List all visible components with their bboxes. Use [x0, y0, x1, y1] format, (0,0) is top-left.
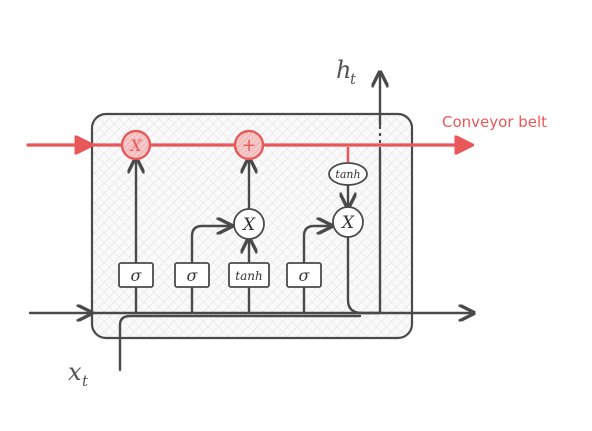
output-gate: σ [286, 262, 322, 288]
input-gate: σ [174, 262, 210, 288]
hidden-state-sub: t [350, 70, 357, 88]
output-multiply-label: X [340, 213, 355, 233]
cell-add-op: + [233, 129, 265, 161]
input-sub: t [82, 372, 89, 390]
forget-gate-label: σ [131, 266, 143, 285]
input-multiply-op: X [233, 208, 265, 240]
hidden-state-label: h t [336, 56, 357, 88]
forget-multiply-label: X [128, 136, 142, 155]
output-multiply-op: X [332, 206, 364, 238]
input-gate-label: σ [187, 266, 199, 285]
candidate-gate-label: tanh [235, 269, 262, 283]
output-gate-label: σ [299, 266, 311, 285]
hidden-state-main: h [336, 56, 351, 84]
input-multiply-label: X [241, 215, 256, 235]
input-line [28, 313, 382, 372]
conveyor-belt-label: Conveyor belt [442, 113, 547, 131]
gate-connections [136, 160, 348, 314]
cell-add-label: + [241, 135, 256, 156]
forget-multiply-op: X [120, 129, 152, 161]
input-label: x t [68, 358, 89, 390]
candidate-gate: tanh [228, 262, 270, 288]
output-hidden-path [346, 236, 472, 313]
forget-gate: σ [118, 262, 154, 288]
conveyor-belt-line [26, 145, 470, 162]
cell-tanh-op: tanh [328, 162, 368, 186]
input-main: x [68, 358, 82, 386]
cell-tanh-label: tanh [335, 168, 360, 181]
